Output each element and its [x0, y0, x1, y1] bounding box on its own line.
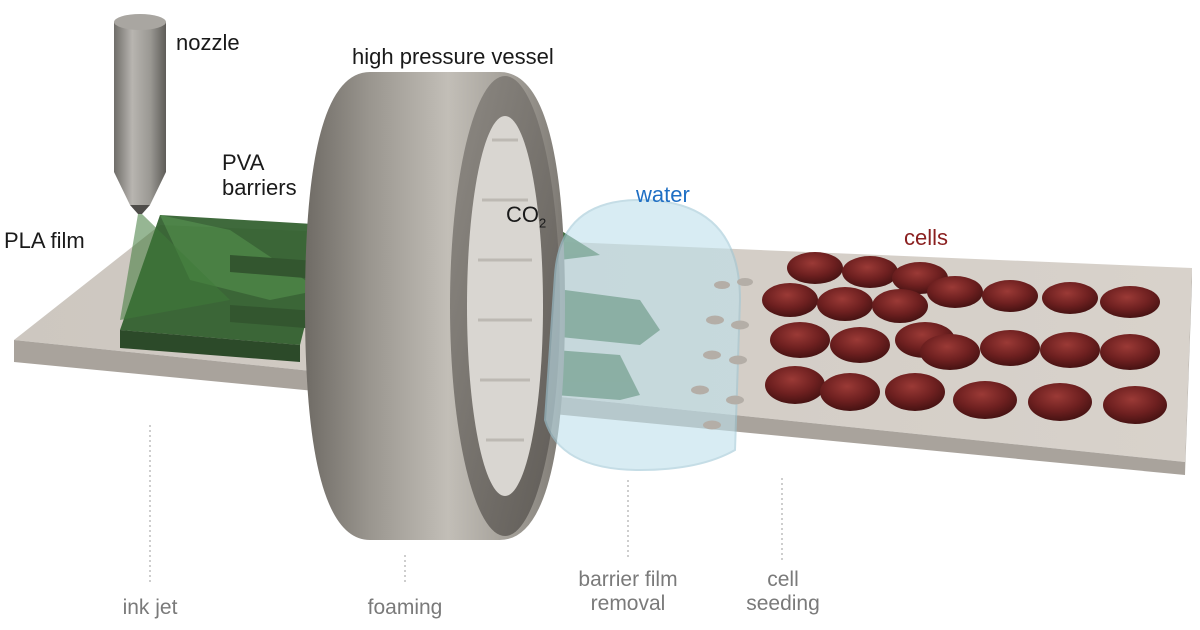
step-removal-line1: barrier film: [578, 568, 678, 591]
nozzle: [114, 14, 230, 320]
co2-label: CO2: [506, 202, 546, 231]
pva-label: PVA barriers: [222, 150, 297, 201]
co2-base: CO: [506, 202, 539, 227]
step-ink-jet: ink jet: [122, 596, 178, 619]
cells-cluster: [762, 252, 1167, 424]
step-removal-line2: removal: [590, 592, 666, 616]
nozzle-label: nozzle: [176, 30, 240, 55]
water-dome: [543, 198, 742, 472]
step-cell-seeding: cell seeding: [738, 568, 828, 616]
pva-label-line1: PVA: [222, 150, 265, 175]
pva-label-line2: barriers: [222, 175, 297, 201]
step-leader-lines: [149, 425, 783, 585]
step-barrier-film-removal: barrier film removal: [562, 568, 694, 616]
water-label: water: [636, 182, 690, 207]
step-seeding-line2: seeding: [746, 592, 820, 616]
pla-film-label: PLA film: [4, 228, 85, 253]
step-seeding-line1: cell: [767, 568, 799, 591]
cells-label: cells: [904, 225, 949, 250]
vessel-label: high pressure vessel: [352, 44, 554, 69]
co2-subscript: 2: [539, 215, 547, 231]
film-holes: [691, 278, 753, 430]
high-pressure-vessel: [305, 72, 565, 540]
step-foaming: foaming: [367, 596, 443, 619]
